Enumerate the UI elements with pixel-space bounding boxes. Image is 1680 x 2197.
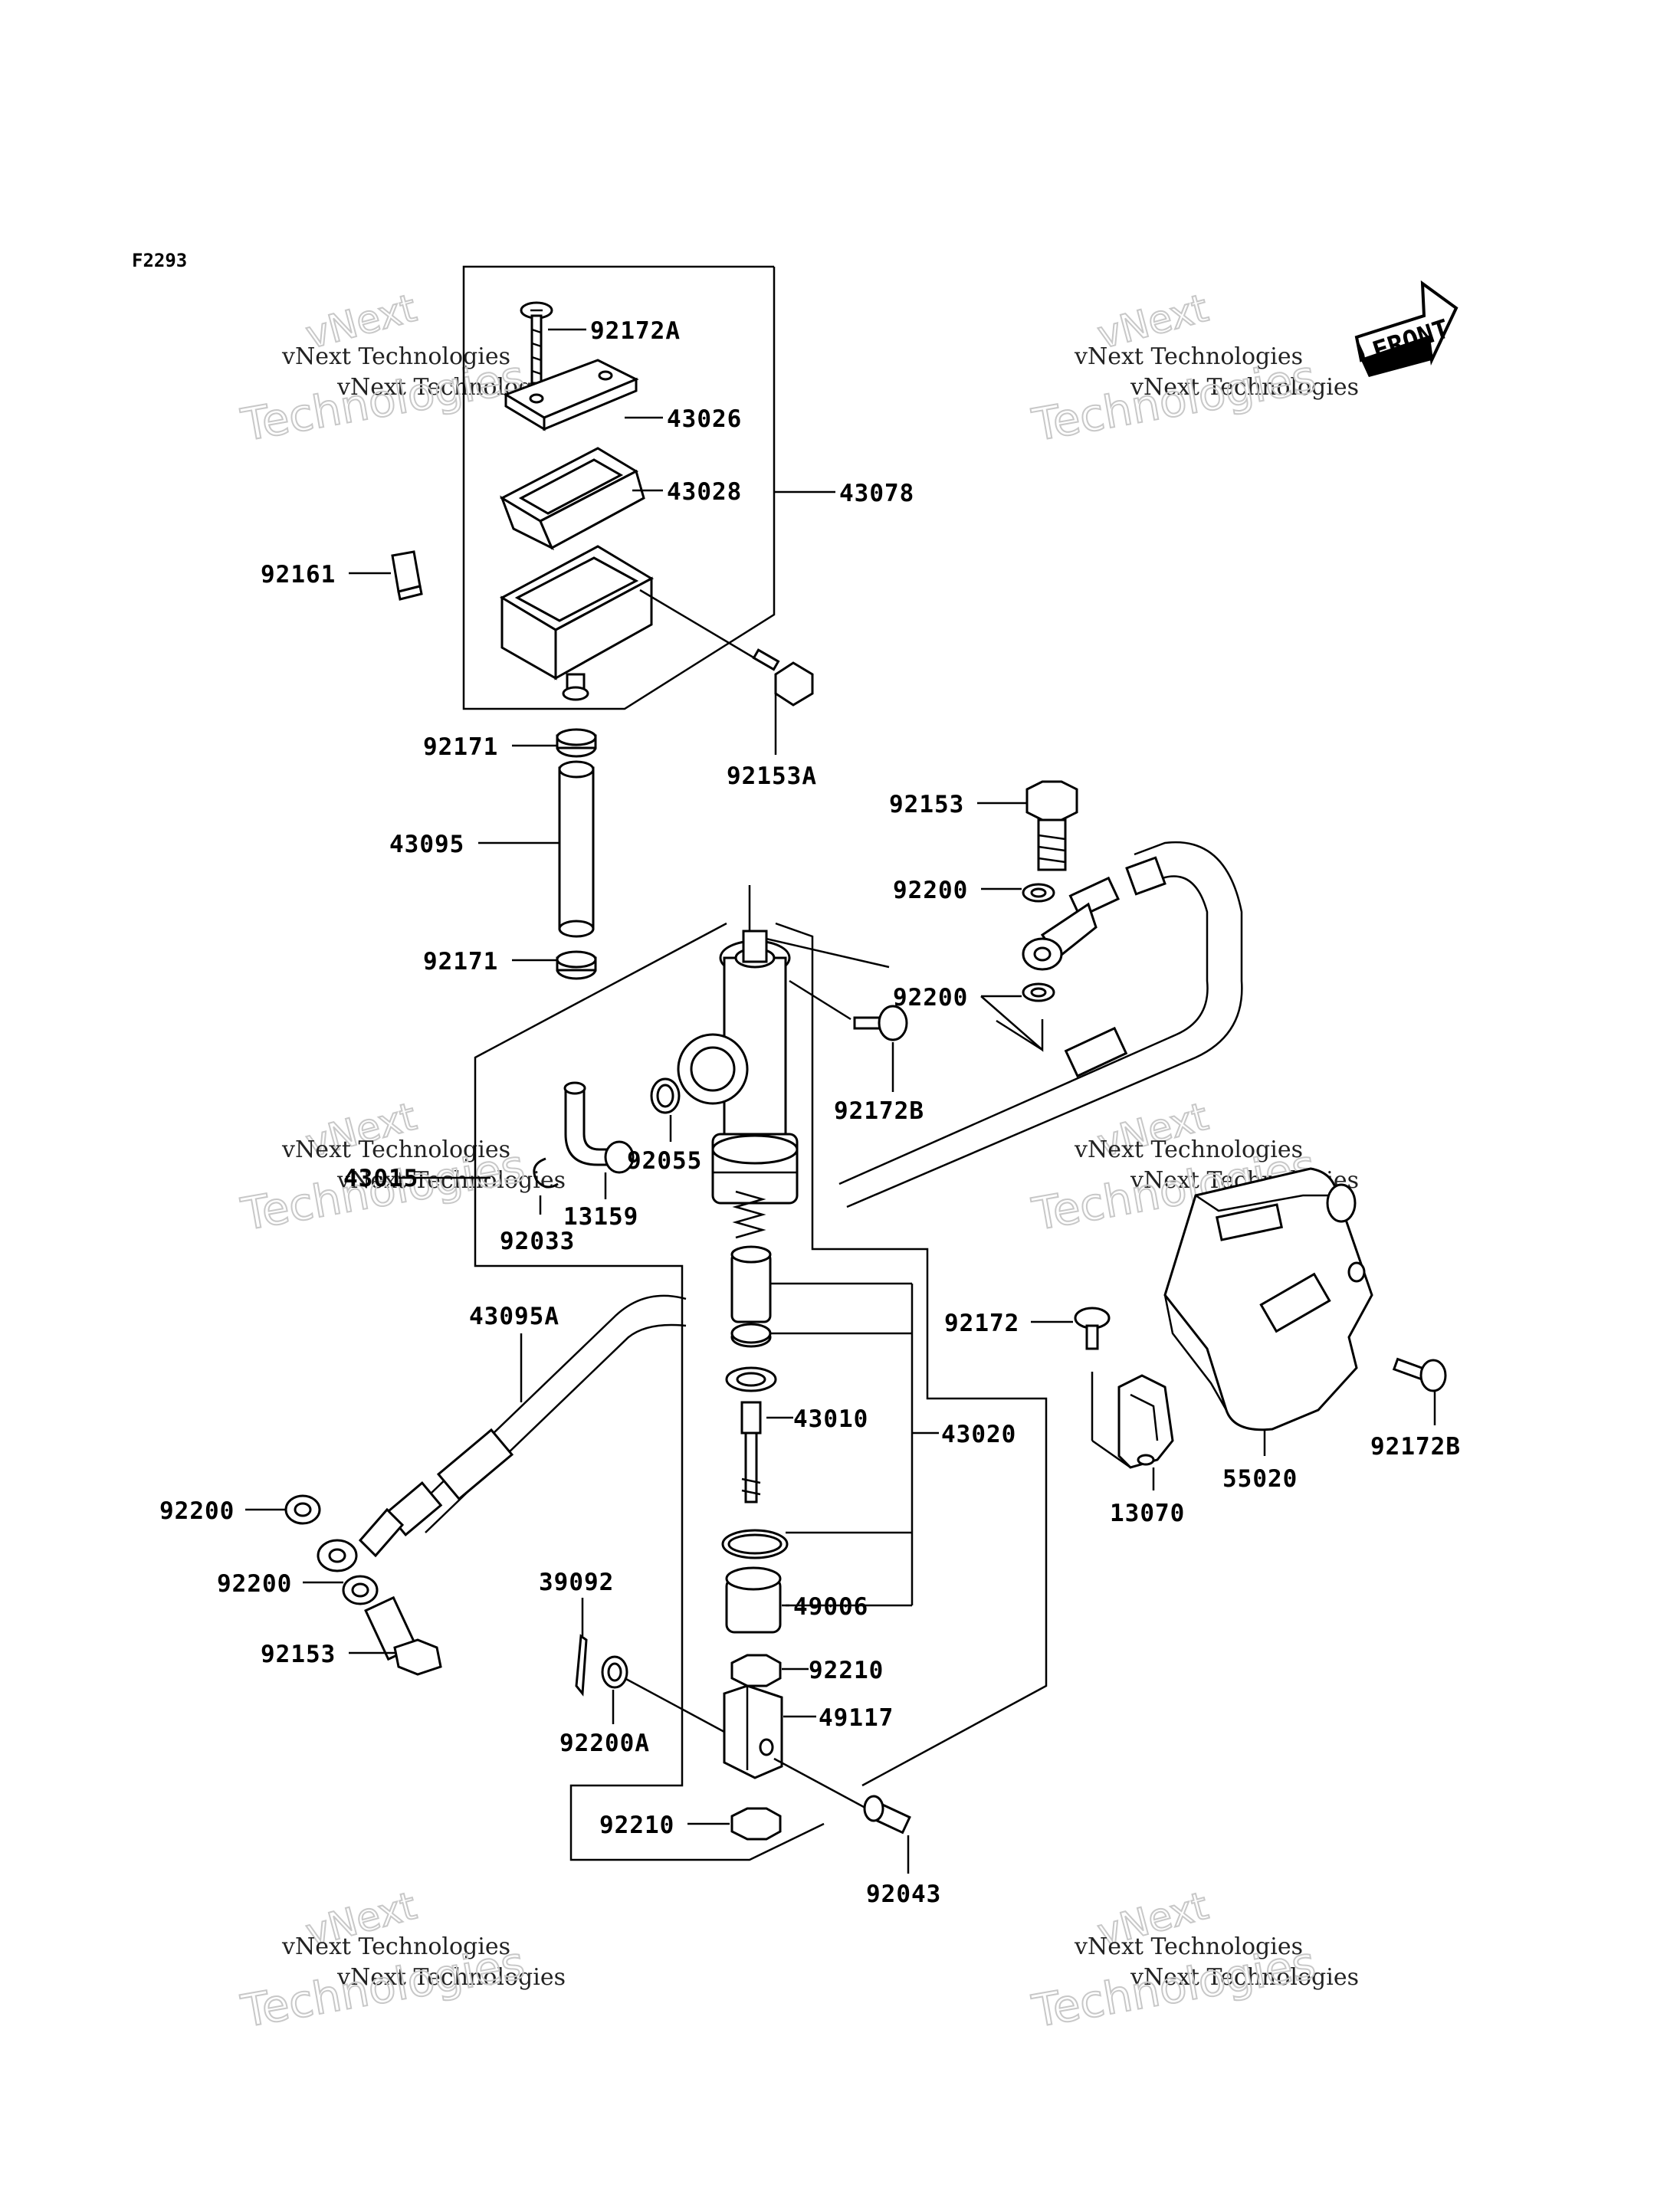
reservoir-body	[499, 545, 767, 701]
part-number-label: 92043	[866, 1881, 941, 1908]
part-number-label: 92171	[423, 948, 498, 976]
reservoir-assembly-frame	[462, 265, 776, 710]
part-number-label: 43010	[793, 1405, 868, 1433]
reservoir-hose	[558, 760, 595, 938]
part-number-label: 49006	[793, 1593, 868, 1621]
guard-screw	[1074, 1307, 1131, 1469]
part-number-label: 92200A	[559, 1730, 650, 1757]
reservoir-cap	[503, 359, 639, 431]
part-number-label: 92172A	[590, 317, 681, 345]
part-number-label: 92172B	[834, 1097, 924, 1125]
mounting-bolt-upper	[789, 979, 908, 1041]
part-number-label: 92200	[217, 1570, 292, 1598]
part-number-label: 92171	[423, 733, 498, 761]
part-number-label: 55020	[1222, 1465, 1298, 1493]
locknut-upper	[730, 1654, 782, 1687]
washer-lower-b	[342, 1575, 379, 1605]
cotter-pin	[575, 1634, 588, 1697]
part-number-label: 92055	[627, 1147, 702, 1175]
part-number-label: 49117	[819, 1704, 894, 1732]
hose-fitting	[563, 1081, 635, 1174]
part-number-label: 92210	[599, 1812, 674, 1839]
brake-hose-upper	[838, 841, 1243, 1208]
part-number-label: 43028	[667, 478, 742, 506]
washer-pin	[601, 1655, 725, 1733]
part-number-label: 92153A	[727, 762, 817, 790]
part-number-label: 92172B	[1370, 1433, 1461, 1461]
part-number-label: 43026	[667, 405, 742, 433]
part-number-label: 92172	[944, 1310, 1019, 1337]
banjo-bolt-lower	[364, 1595, 442, 1676]
washer-upper-b	[1022, 982, 1055, 1002]
part-number-label: 43095A	[469, 1303, 559, 1330]
part-number-label: 92200	[159, 1497, 235, 1525]
mounting-bracket	[1117, 1374, 1174, 1469]
cushion-block	[391, 550, 423, 601]
guard-plate	[1163, 1167, 1373, 1431]
part-number-label: 43078	[839, 480, 914, 507]
piston-seal	[730, 1323, 772, 1348]
hose-clamp-lower	[556, 950, 597, 980]
watermark-text: vNext Technologies	[336, 1167, 566, 1194]
part-number-label: 92153	[261, 1641, 336, 1668]
watermark-text: vNext Technologies	[1130, 374, 1359, 401]
front-arrow-icon: FRONT	[1354, 280, 1459, 377]
mounting-bolt-right	[1392, 1357, 1447, 1392]
watermark-text: vNext Technologies	[281, 343, 510, 370]
watermark-text: vNext Technologies	[281, 1933, 510, 1960]
piston-rod	[725, 1366, 777, 1503]
part-number-label: 13070	[1110, 1500, 1185, 1527]
part-number-label: 92210	[809, 1657, 884, 1684]
part-number-label: 92200	[893, 984, 968, 1012]
watermark-text: vNext Technologies	[1074, 343, 1303, 370]
part-number-label: 43095	[389, 831, 464, 858]
banjo-bolt-upper	[1025, 780, 1078, 871]
watermark-text: vNext Technologies	[1074, 1933, 1303, 1960]
dust-boot	[725, 1566, 782, 1634]
watermark: vNext vNext Technologies vNext Technolog…	[237, 285, 566, 452]
clevis	[723, 1684, 783, 1779]
part-number-label: 92033	[500, 1228, 575, 1255]
brake-hose-lower	[317, 1294, 687, 1572]
part-number-label: 43015	[343, 1165, 418, 1192]
watermark: vNext vNext Technologies vNext Technolog…	[237, 1883, 566, 2038]
part-number-label: 92161	[261, 561, 336, 589]
circlip	[533, 1157, 559, 1189]
reservoir-cap-screw	[520, 301, 553, 385]
callouts: 92172A 43026 43028 43078 92161 92153A 92…	[159, 317, 1461, 1908]
master-cylinder-body	[677, 930, 799, 1205]
part-number-label: 92200	[893, 877, 968, 904]
watermark-text: vNext Technologies	[1074, 1136, 1303, 1163]
reservoir-diaphragm	[499, 447, 645, 551]
watermark-text: vNext Technologies	[281, 1136, 510, 1163]
watermark-text: vNext Technologies	[1130, 1964, 1359, 1991]
o-ring	[650, 1077, 681, 1114]
watermark: vNext vNext Technologies vNext Technolog…	[1028, 285, 1359, 452]
retaining-ring	[721, 1529, 789, 1559]
part-number-label: 43020	[941, 1421, 1016, 1448]
part-number-label: 92153	[889, 791, 964, 818]
part-number-label: 39092	[539, 1569, 614, 1596]
diagram-code: F2293	[132, 250, 187, 271]
washer-lower-a	[284, 1494, 321, 1525]
washer-upper-a	[1022, 883, 1055, 903]
watermark: vNext vNext Technologies vNext Technolog…	[1028, 1883, 1359, 2038]
watermark-text: vNext Technologies	[336, 1964, 566, 1991]
hose-clamp-upper	[556, 728, 597, 758]
part-number-label: 13159	[563, 1203, 638, 1231]
piston-cup	[730, 1245, 772, 1323]
reservoir-bolt	[752, 648, 814, 755]
locknut-lower	[730, 1807, 782, 1841]
clevis-pin	[773, 1757, 911, 1835]
return-spring	[732, 1190, 766, 1239]
